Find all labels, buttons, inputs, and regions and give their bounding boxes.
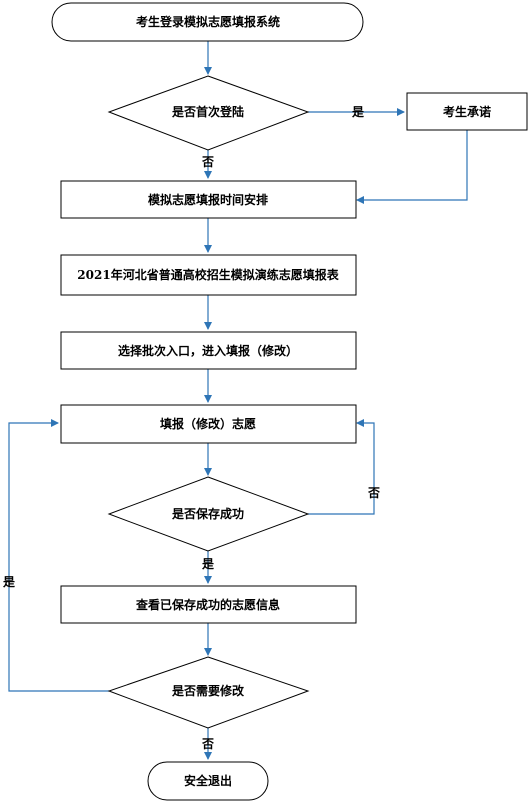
save-success-decision: 是否保存成功: [107, 476, 310, 552]
commitment-node: 考生承诺: [406, 92, 528, 131]
first-login-decision: 是否首次登陆: [107, 75, 310, 151]
edge-commitment-to-schedule: [356, 130, 468, 204]
commitment-label: 考生承诺: [443, 104, 491, 119]
modify-yes-label: 是: [2, 575, 16, 589]
edge-save-fail-loop: [308, 419, 375, 515]
form-title-node: 2021年河北省普通高校招生模拟演练志愿填报表: [60, 254, 357, 296]
schedule-node: 模拟志愿填报时间安排: [60, 180, 357, 219]
need-modify-decision: 是否需要修改: [107, 656, 310, 729]
edge-modify-yes-loop: [8, 419, 109, 692]
start-node: 考生登录模拟志愿填报系统: [51, 2, 364, 42]
select-batch-label: 选择批次入口，进入填报（修改）: [118, 343, 298, 358]
first-login-label: 是否首次登陆: [171, 104, 244, 119]
select-batch-node: 选择批次入口，进入填报（修改）: [60, 331, 357, 370]
exit-label: 安全退出: [184, 773, 232, 788]
need-modify-label: 是否需要修改: [171, 683, 245, 698]
start-node-label: 考生登录模拟志愿填报系统: [136, 14, 280, 29]
first-login-yes-label: 是: [351, 105, 365, 119]
first-login-no-label: 否: [201, 155, 214, 169]
schedule-label: 模拟志愿填报时间安排: [148, 192, 268, 207]
view-saved-label: 查看已保存成功的志愿信息: [135, 597, 280, 612]
save-success-label: 是否保存成功: [171, 506, 244, 521]
view-saved-node: 查看已保存成功的志愿信息: [60, 585, 357, 624]
form-title-label: 2021年河北省普通高校招生模拟演练志愿填报表: [77, 267, 339, 282]
fill-volunteer-node: 填报（修改）志愿: [60, 404, 357, 444]
save-yes-label: 是: [201, 557, 215, 571]
save-fail-label: 否: [367, 486, 380, 500]
exit-node: 安全退出: [147, 761, 269, 801]
modify-no-label: 否: [201, 737, 214, 751]
fill-volunteer-label: 填报（修改）志愿: [160, 416, 256, 431]
